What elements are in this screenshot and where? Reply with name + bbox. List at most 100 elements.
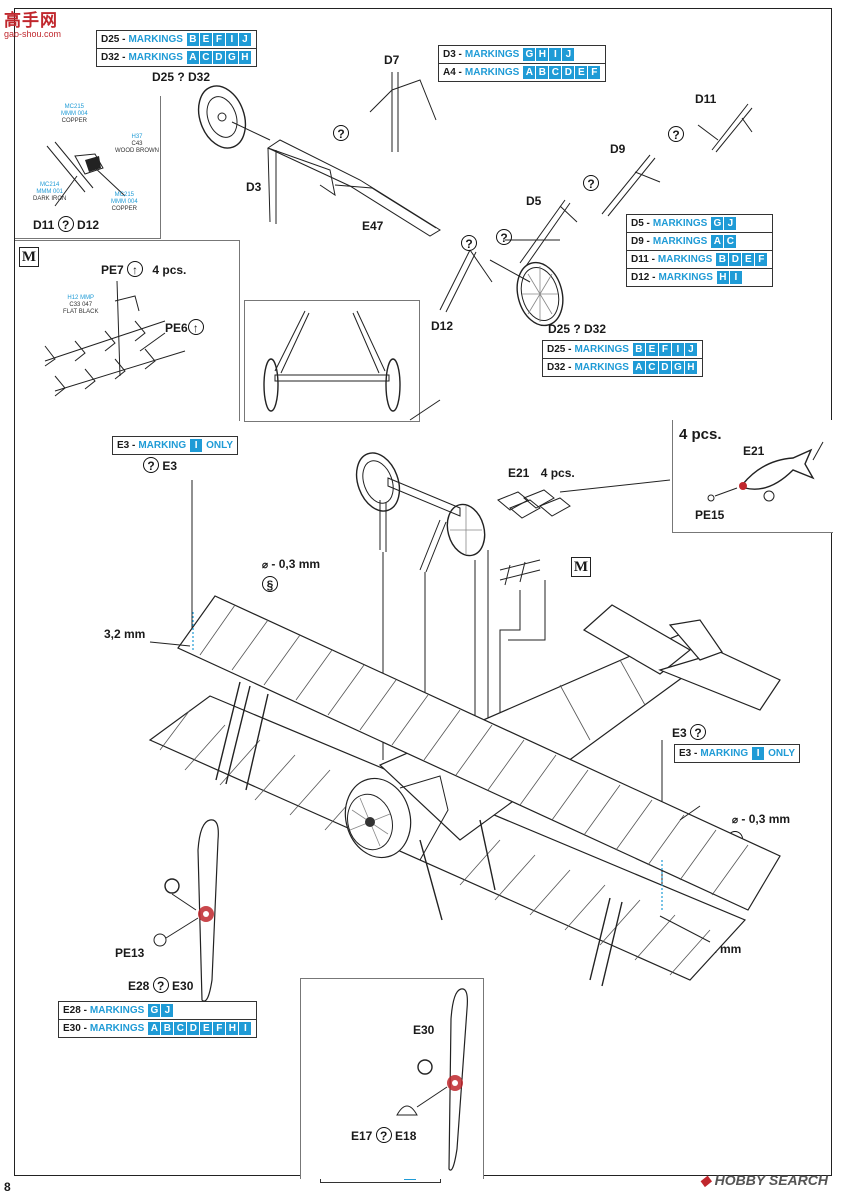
marking-letter: D (212, 51, 225, 64)
label-e3-left: ? E3 (143, 457, 177, 473)
label-diameter-b: ⌀ - 0,3 mm (732, 812, 791, 826)
marking-letter: I (729, 271, 742, 284)
markings-label: MARKINGS (658, 272, 713, 283)
marking-letter: A (186, 51, 199, 64)
marking-letter: C (174, 1022, 187, 1035)
marking-letter: D (658, 361, 671, 374)
part-number: D32 - (547, 362, 572, 373)
drill-icon: § (262, 576, 278, 592)
label-dim-a: 3,2 mm (104, 627, 146, 641)
marking-letter: H (226, 1022, 239, 1035)
question-icon: ? (461, 235, 477, 251)
only-label: ONLY (768, 748, 795, 759)
label-e21-4pcs: E21 4 pcs. (508, 466, 575, 480)
marking-letter: I (671, 343, 684, 356)
marking-letter: I (239, 1022, 252, 1035)
label-pe15: PE15 (695, 508, 725, 522)
markings-label: MARKINGS (464, 67, 520, 78)
watermark: 高手网 gao-shou.com (4, 6, 61, 39)
markings-label: MARKINGS (574, 344, 629, 355)
marking-letter: B (716, 253, 729, 266)
marking-letter: D (562, 66, 575, 79)
label-pe7: PE7 ↑ 4 pcs. (101, 261, 187, 277)
marking-letter: C (199, 51, 212, 64)
markings-label: MARKINGS (89, 1005, 145, 1016)
label-e30: E30 (413, 1023, 435, 1037)
question-icon: ? (668, 126, 684, 142)
part-number: E28 - (63, 1005, 87, 1016)
part-number: D3 - (443, 49, 462, 60)
label-e17-e18: E17 ? E18 (351, 1127, 417, 1143)
markings-label: MARKINGS (89, 1023, 145, 1034)
markings-label: MARKING (138, 440, 187, 451)
marking-letter: J (724, 217, 737, 230)
label-d12: D12 (431, 319, 454, 333)
marking-letter: F (588, 66, 601, 79)
markings-label: MARKINGS (128, 52, 183, 63)
label-d3: D3 (246, 180, 262, 194)
watermark-url: gao-shou.com (4, 29, 62, 39)
marking-letter: E (645, 343, 658, 356)
part-number: D25 - (101, 34, 126, 45)
marking-letter: H (536, 48, 549, 61)
label-pe6: PE6↑ (165, 319, 204, 335)
photo-etch-icon: M (571, 557, 591, 577)
marking-letter: J (238, 33, 251, 46)
propeller-diagram (153, 819, 219, 1002)
label-diameter-a: ⌀ - 0,3 mm (262, 557, 321, 571)
marking-letter: H (716, 271, 729, 284)
markings-label: MARKINGS (652, 218, 708, 229)
fold-icon: ↑ (127, 261, 144, 277)
photo-etch-icon: M (19, 247, 39, 267)
fold-icon: ↑ (187, 319, 204, 335)
label-pe13: PE13 (115, 946, 145, 960)
marking-letter: I (752, 747, 765, 760)
marking-letter: A (148, 1022, 161, 1035)
label-e3-right: E3 ? (672, 724, 707, 740)
label-e21: E21 (743, 444, 765, 458)
label-d5: D5 (526, 194, 542, 208)
part-number: D25 - (547, 344, 572, 355)
marking-letter: E (742, 253, 755, 266)
only-label: ONLY (206, 440, 233, 451)
marking-letter: J (161, 1004, 174, 1017)
label-d25-d32-top: D25 ? D32 (152, 70, 211, 84)
marking-letter: D (187, 1022, 200, 1035)
part-number: D9 - (631, 236, 650, 247)
part-number: D5 - (631, 218, 650, 229)
part-number: E3 - (117, 440, 136, 451)
part-number: A4 - (443, 67, 462, 78)
marking-letter: B (161, 1022, 174, 1035)
inset-e21-bomb: 4 pcs. E21 PE15 (672, 420, 833, 533)
aircraft-diagram (148, 399, 781, 987)
marking-letter: F (755, 253, 768, 266)
label-d11-d12: D11 ? D12 (33, 216, 100, 232)
markings-label: MARKINGS (128, 34, 183, 45)
part-number: E30 - (63, 1023, 87, 1034)
marking-letter: C (549, 66, 562, 79)
label-d7: D7 (384, 53, 400, 67)
marking-letter: G (671, 361, 684, 374)
marking-letter: B (186, 33, 199, 46)
part-number: E3 - (679, 748, 698, 759)
label-e47: E47 (362, 219, 384, 233)
